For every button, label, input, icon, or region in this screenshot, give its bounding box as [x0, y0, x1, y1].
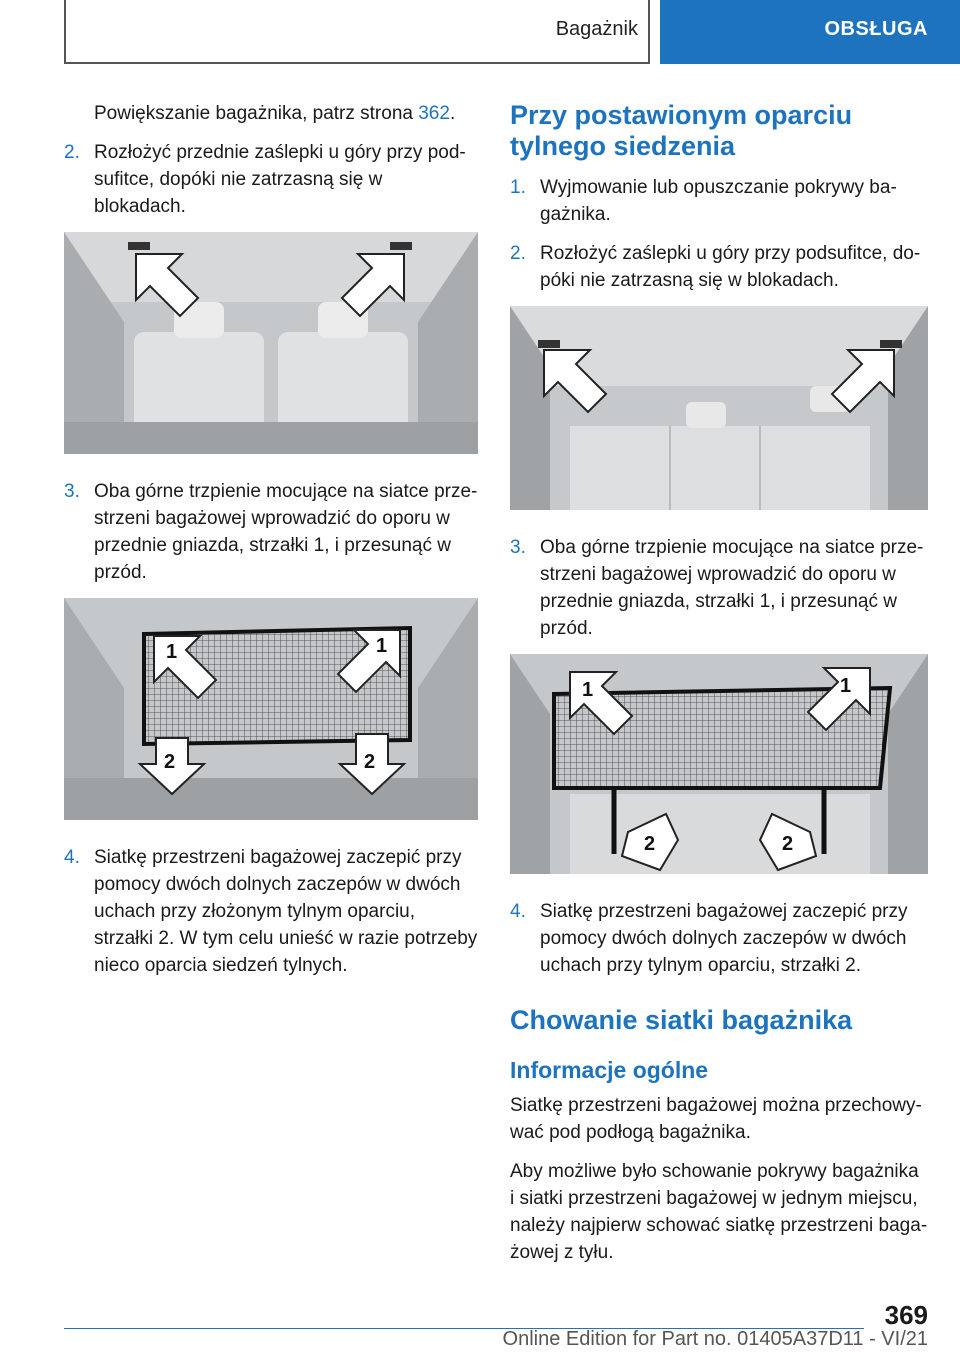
- step-3: 3.Oba górne trzpienie mocujące na siatce…: [64, 481, 478, 583]
- step-2: 2.Rozłożyć zaślepki u góry przy podsufit…: [510, 243, 921, 291]
- label-arrow-2-left: 2: [644, 833, 655, 855]
- intro-paragraph: Powiększanie bagażnika, patrz strona 362…: [94, 103, 456, 124]
- heading-stowing-net: Chowanie siatki bagażnika: [510, 1005, 853, 1035]
- step-4: 4.Siatkę przestrzeni bagażowej zaczepić …: [64, 847, 478, 976]
- figure-net-installed-upright-seats: 1 1 2 2: [510, 654, 928, 874]
- step-2: 2.Rozłożyć przednie zaślepki u góry przy…: [64, 142, 466, 217]
- subheading-general-info: Informacje ogólne: [510, 1057, 709, 1083]
- page-link-362[interactable]: 362: [418, 103, 450, 124]
- label-arrow-1-left: 1: [166, 641, 177, 663]
- label-arrow-1-right: 1: [840, 675, 851, 697]
- heading-upright-seat: Przy postawionym oparciu tylnego siedzen…: [510, 100, 853, 161]
- figure-net-installed-folded-seats: 1 1 2 2: [64, 598, 478, 820]
- figure-headliner-caps-upright-seats: [510, 306, 928, 510]
- step-4: 4.Siatkę przestrzeni bagażowej zaczepić …: [510, 901, 908, 976]
- footer-edition: Online Edition for Part no. 01405A37D11 …: [502, 1328, 928, 1350]
- paragraph-2: Aby możliwe było schowanie pokrywy bagaż…: [510, 1161, 928, 1263]
- footer-divider: [64, 1328, 864, 1329]
- page-number: 369: [884, 1300, 928, 1330]
- figure-headliner-caps-folded-seats: [64, 232, 478, 454]
- step-1: 1.Wyjmowanie lub opuszczanie pokrywy ba­…: [510, 177, 897, 225]
- chapter-tab: OBSŁUGA: [824, 18, 928, 40]
- paragraph-1: Siatkę przestrzeni bagażowej można przec…: [510, 1095, 922, 1143]
- section-title: Bagażnik: [555, 18, 638, 40]
- label-arrow-1-left: 1: [582, 679, 593, 701]
- step-3: 3.Oba górne trzpienie mocujące na siatce…: [510, 537, 924, 639]
- header-tab-bg: [660, 0, 960, 64]
- label-arrow-1-right: 1: [376, 635, 387, 657]
- left-column: Powiększanie bagażnika, patrz strona 362…: [64, 100, 478, 991]
- label-arrow-2-left: 2: [164, 751, 175, 773]
- label-arrow-2-right: 2: [782, 833, 793, 855]
- header-frame: [64, 0, 650, 64]
- right-column: Przy postawionym oparciu tylnego siedzen…: [510, 100, 928, 1278]
- label-arrow-2-right: 2: [364, 751, 375, 773]
